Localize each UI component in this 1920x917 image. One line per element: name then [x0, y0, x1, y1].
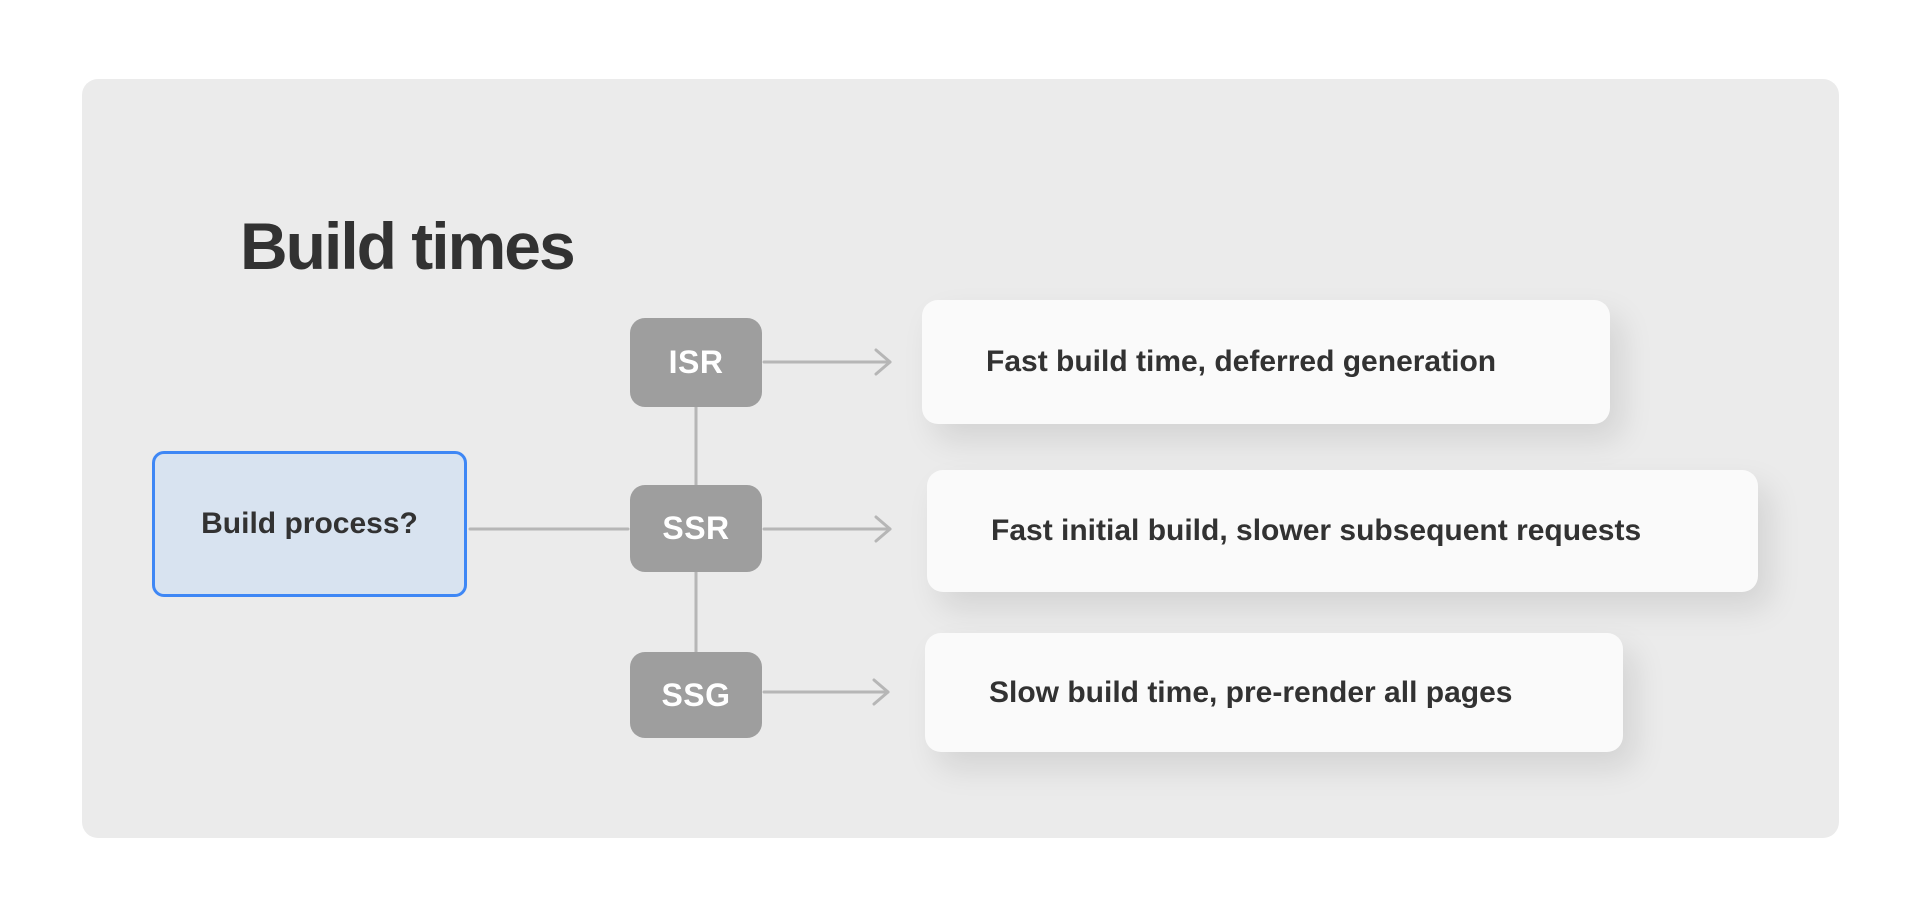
node-ssr-label: SSR	[662, 510, 730, 546]
panel-title: Build times	[240, 209, 576, 283]
node-ssg: SSG	[630, 652, 762, 738]
node-isr: ISR	[630, 318, 762, 407]
node-ssr: SSR	[630, 485, 762, 572]
outcome-card-ssr: Fast initial build, slower subsequent re…	[927, 470, 1758, 592]
node-isr-label: ISR	[668, 344, 724, 380]
outcome-card-ssg-text: Slow build time, pre-render all pages	[989, 675, 1513, 709]
node-build-process: Build process?	[152, 451, 467, 597]
outcome-card-ssr-text: Fast initial build, slower subsequent re…	[991, 514, 1642, 547]
outcome-card-isr: Fast build time, deferred generation	[922, 300, 1610, 424]
outcome-card-isr-text: Fast build time, deferred generation	[986, 345, 1497, 378]
node-build-process-label: Build process?	[201, 507, 418, 540]
node-ssg-label: SSG	[661, 676, 731, 713]
outcome-card-ssg: Slow build time, pre-render all pages	[925, 633, 1623, 752]
